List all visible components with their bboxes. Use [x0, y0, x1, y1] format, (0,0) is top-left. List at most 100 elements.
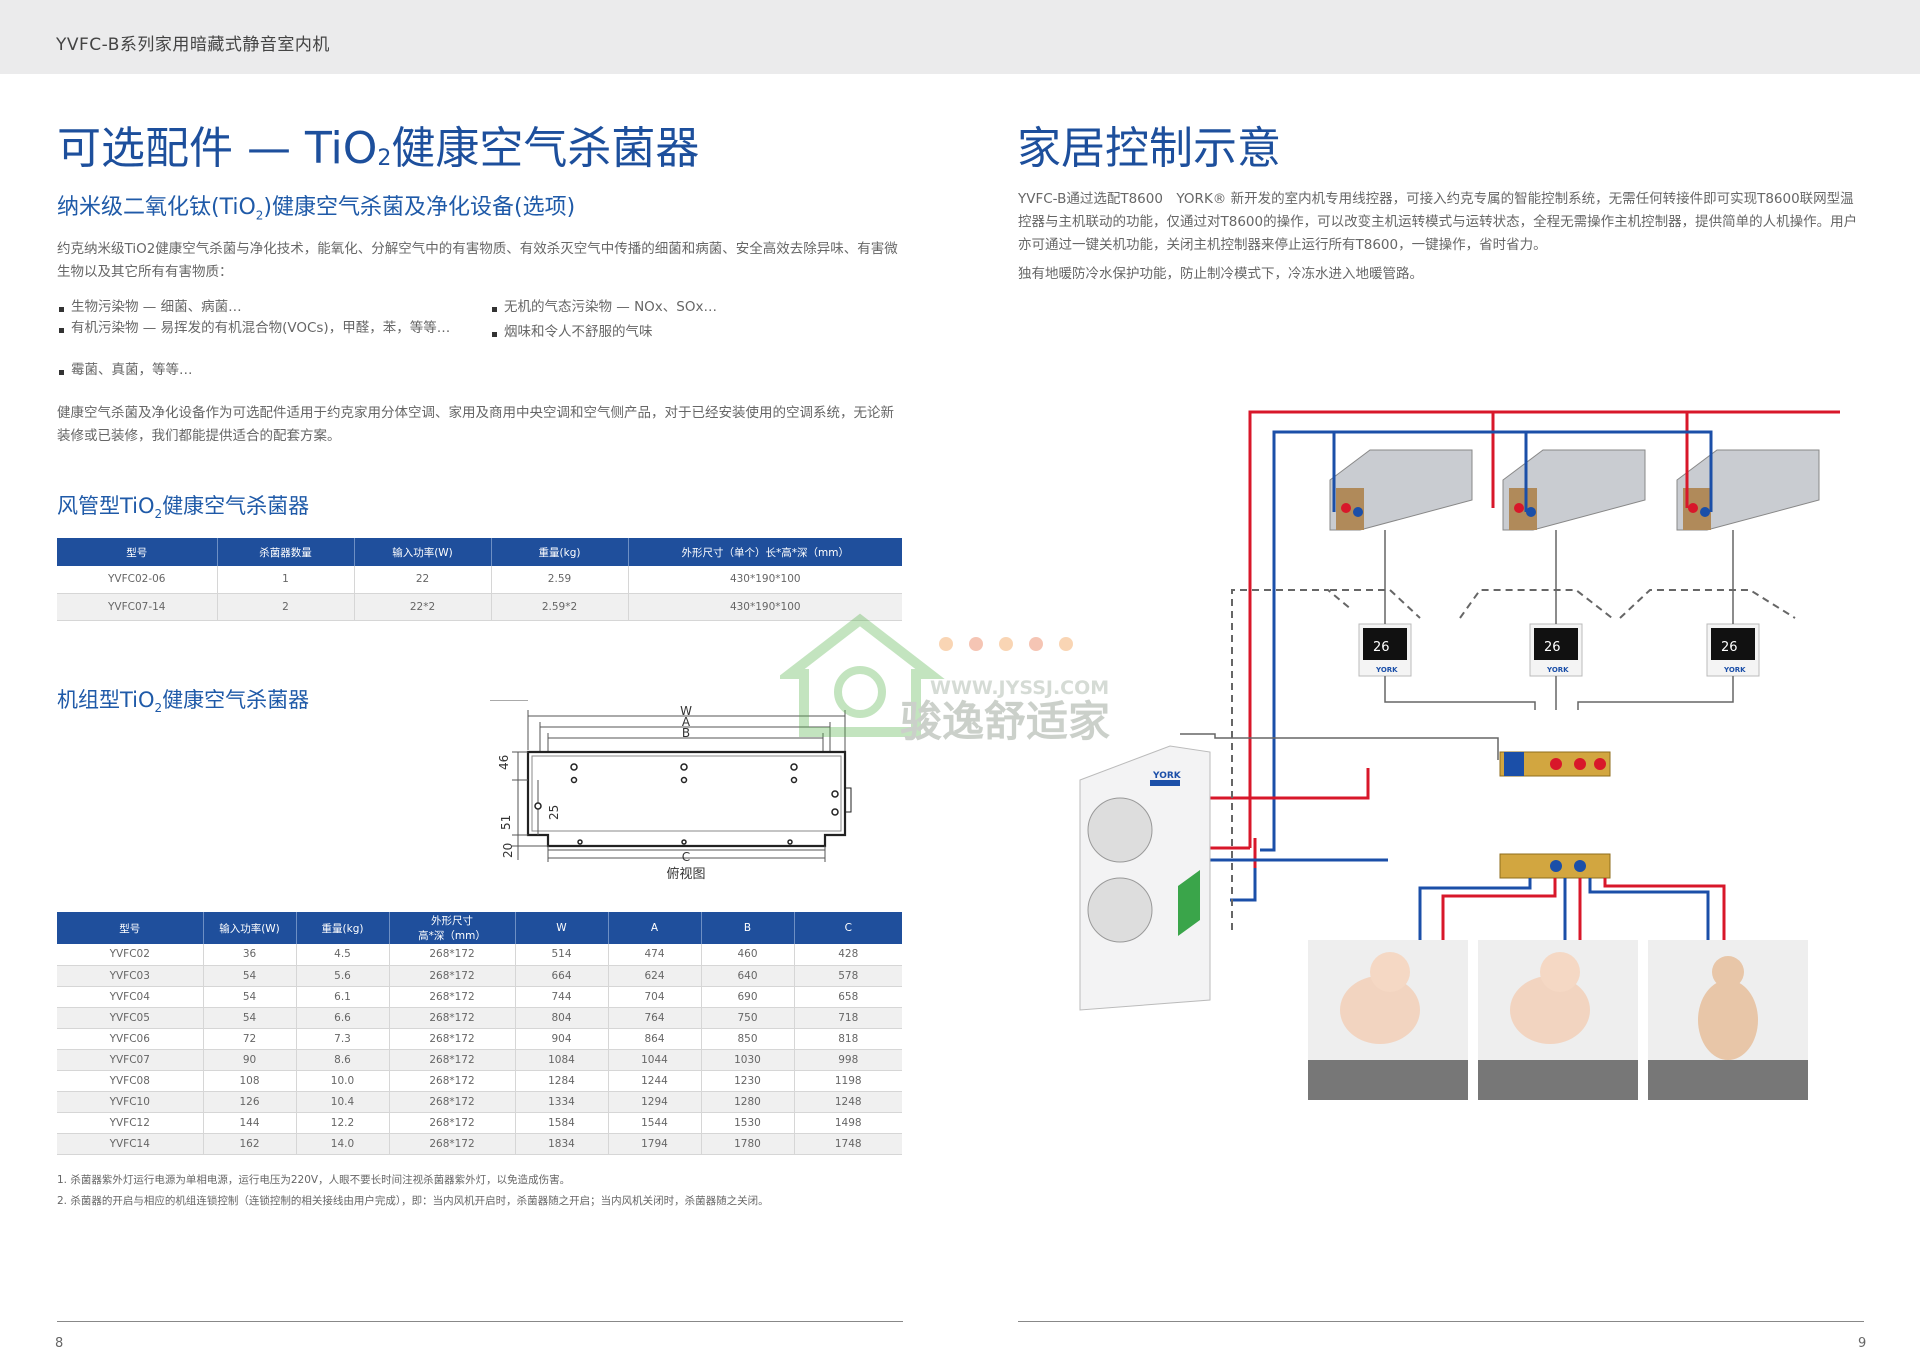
table-cell: YVFC06	[57, 1028, 204, 1050]
table-row: YVFC02-06 1 22 2.59 430*190*100	[57, 566, 902, 594]
table-cell: YVFC03	[57, 965, 204, 987]
duct-spec-table: 型号 杀菌器数量 输入功率(W) 重量(kg) 外形尺寸（单个）长*高*深（mm…	[57, 538, 902, 621]
table-cell: 1030	[701, 1049, 795, 1071]
table-cell: 864	[608, 1028, 702, 1050]
intro-paragraph: 约克纳米级TiO2健康空气杀菌与净化技术，能氧化、分解空气中的有害物质、有效杀灭…	[57, 241, 898, 280]
page-number: 8	[55, 1336, 64, 1351]
unit-type-title: 机组型TiO2健康空气杀菌器	[57, 684, 309, 715]
floor-heating-note: 独有地暖防冷水保护功能，防止制冷模式下，冷冻水进入地暖管路。	[1018, 266, 1423, 282]
thermostat-brand: YORK	[1546, 666, 1569, 674]
left-title-text-2: 健康空气杀菌器	[391, 123, 700, 174]
dim-label-c: C	[682, 850, 690, 864]
table-cell: 54	[203, 965, 297, 987]
table-cell: 14.0	[296, 1133, 390, 1155]
table-cell: 658	[794, 986, 902, 1008]
manifold	[1499, 751, 1611, 879]
table-cell: 7.3	[296, 1028, 390, 1050]
column-header: A	[608, 912, 702, 944]
left-page-title: 可选配件 — TiO2健康空气杀菌器	[57, 112, 699, 176]
table-cell: YVFC10	[57, 1091, 204, 1113]
table-cell: 818	[794, 1028, 902, 1050]
table-cell: 54	[203, 1007, 297, 1029]
left-subtitle-sub: 2	[255, 208, 264, 223]
duct-title-sub: 2	[154, 507, 163, 522]
table-cell: 144	[203, 1112, 297, 1134]
unit-spec-table: 型号 输入功率(W) 重量(kg) 外形尺寸高*深（mm） W A B C YV…	[57, 912, 902, 1155]
column-header-line-2: 高*深（mm）	[418, 930, 486, 942]
dim-label-a: A	[682, 715, 691, 729]
room-photo	[1308, 940, 1468, 1100]
thermostat-reading: 26	[1373, 640, 1390, 655]
bullet-item: 霉菌、真菌，等等…	[57, 360, 477, 381]
table-cell: 268*172	[389, 1133, 516, 1155]
drawing-caption: 俯视图	[666, 866, 705, 882]
table-cell: YVFC05	[57, 1007, 204, 1029]
table-cell: 1284	[515, 1070, 609, 1092]
dim-label-25: 25	[547, 805, 561, 820]
table-cell: 640	[701, 965, 795, 987]
table-cell: 460	[701, 944, 795, 966]
table-cell: YVFC14	[57, 1133, 204, 1155]
table-cell: 1334	[515, 1091, 609, 1113]
table-cell: 578	[794, 965, 902, 987]
column-header: 输入功率(W)	[203, 912, 297, 944]
table-cell: 268*172	[389, 1049, 516, 1071]
table-cell: 718	[794, 1007, 902, 1029]
bullet-item: 烟味和令人不舒服的气味	[490, 322, 890, 343]
column-header: 杀菌器数量	[217, 538, 355, 566]
table-cell: 664	[515, 965, 609, 987]
table-cell: 744	[515, 986, 609, 1008]
home-control-diagram: 26 YORK 26 YORK 26 YORK	[1079, 410, 1840, 1100]
room-photo	[1478, 940, 1638, 1100]
table-cell: 804	[515, 1007, 609, 1029]
table-cell: 90	[203, 1049, 297, 1071]
table-cell: 268*172	[389, 1028, 516, 1050]
duct-type-title: 风管型TiO2健康空气杀菌器	[57, 490, 309, 521]
outdoor-unit-brand: YORK	[1152, 771, 1182, 781]
column-header: 外形尺寸（单个）长*高*深（mm）	[628, 538, 902, 566]
thermostat-reading: 26	[1544, 640, 1561, 655]
table-cell: 268*172	[389, 986, 516, 1008]
table-cell: 268*172	[389, 944, 516, 966]
outdoor-unit: YORK	[1079, 745, 1211, 1011]
header-bar: YVFC-B系列家用暗藏式静音室内机	[0, 0, 1920, 74]
table-cell: 430*190*100	[628, 593, 902, 621]
dim-label-51: 51	[499, 815, 513, 830]
table-cell: 1834	[515, 1133, 609, 1155]
table-cell: 850	[701, 1028, 795, 1050]
table-cell: 2.59*2	[491, 593, 629, 621]
thermostat: 26 YORK	[1706, 623, 1760, 677]
left-subtitle-text-1: 纳米级二氧化钛(TiO	[57, 195, 256, 220]
table-cell: 1084	[515, 1049, 609, 1071]
column-header: 型号	[57, 912, 204, 944]
table-cell: 162	[203, 1133, 297, 1155]
table-cell: 1530	[701, 1112, 795, 1134]
page-number: 9	[1858, 1336, 1867, 1351]
table-cell: YVFC02	[57, 944, 204, 966]
table-cell: 1198	[794, 1070, 902, 1092]
column-header: W	[515, 912, 609, 944]
table-cell: 2	[217, 593, 355, 621]
table-cell: 1	[217, 566, 355, 594]
table-cell: 764	[608, 1007, 702, 1029]
room-photo	[1648, 940, 1808, 1100]
thermostat: 26 YORK	[1358, 623, 1412, 677]
table-cell: 1780	[701, 1133, 795, 1155]
column-header: 重量(kg)	[296, 912, 390, 944]
table-cell: 1584	[515, 1112, 609, 1134]
body-paragraph: 健康空气杀菌及净化设备作为可选配件适用于约克家用分体空调、家用及商用中央空调和空…	[57, 405, 894, 444]
watermark: WWW.JYSSJ.COM 骏逸舒适家	[780, 613, 1110, 742]
table-cell: 1544	[608, 1112, 702, 1134]
footer-rule	[57, 1321, 903, 1322]
table-cell: 268*172	[389, 1070, 516, 1092]
table-cell: 268*172	[389, 1112, 516, 1134]
unit-title-text-1: 机组型TiO	[57, 688, 155, 712]
column-header-line-1: 外形尺寸	[431, 915, 473, 927]
top-view-drawing: W A B C 46 51 25 20 俯视图	[490, 700, 852, 882]
table-cell: YVFC07-14	[57, 593, 218, 621]
